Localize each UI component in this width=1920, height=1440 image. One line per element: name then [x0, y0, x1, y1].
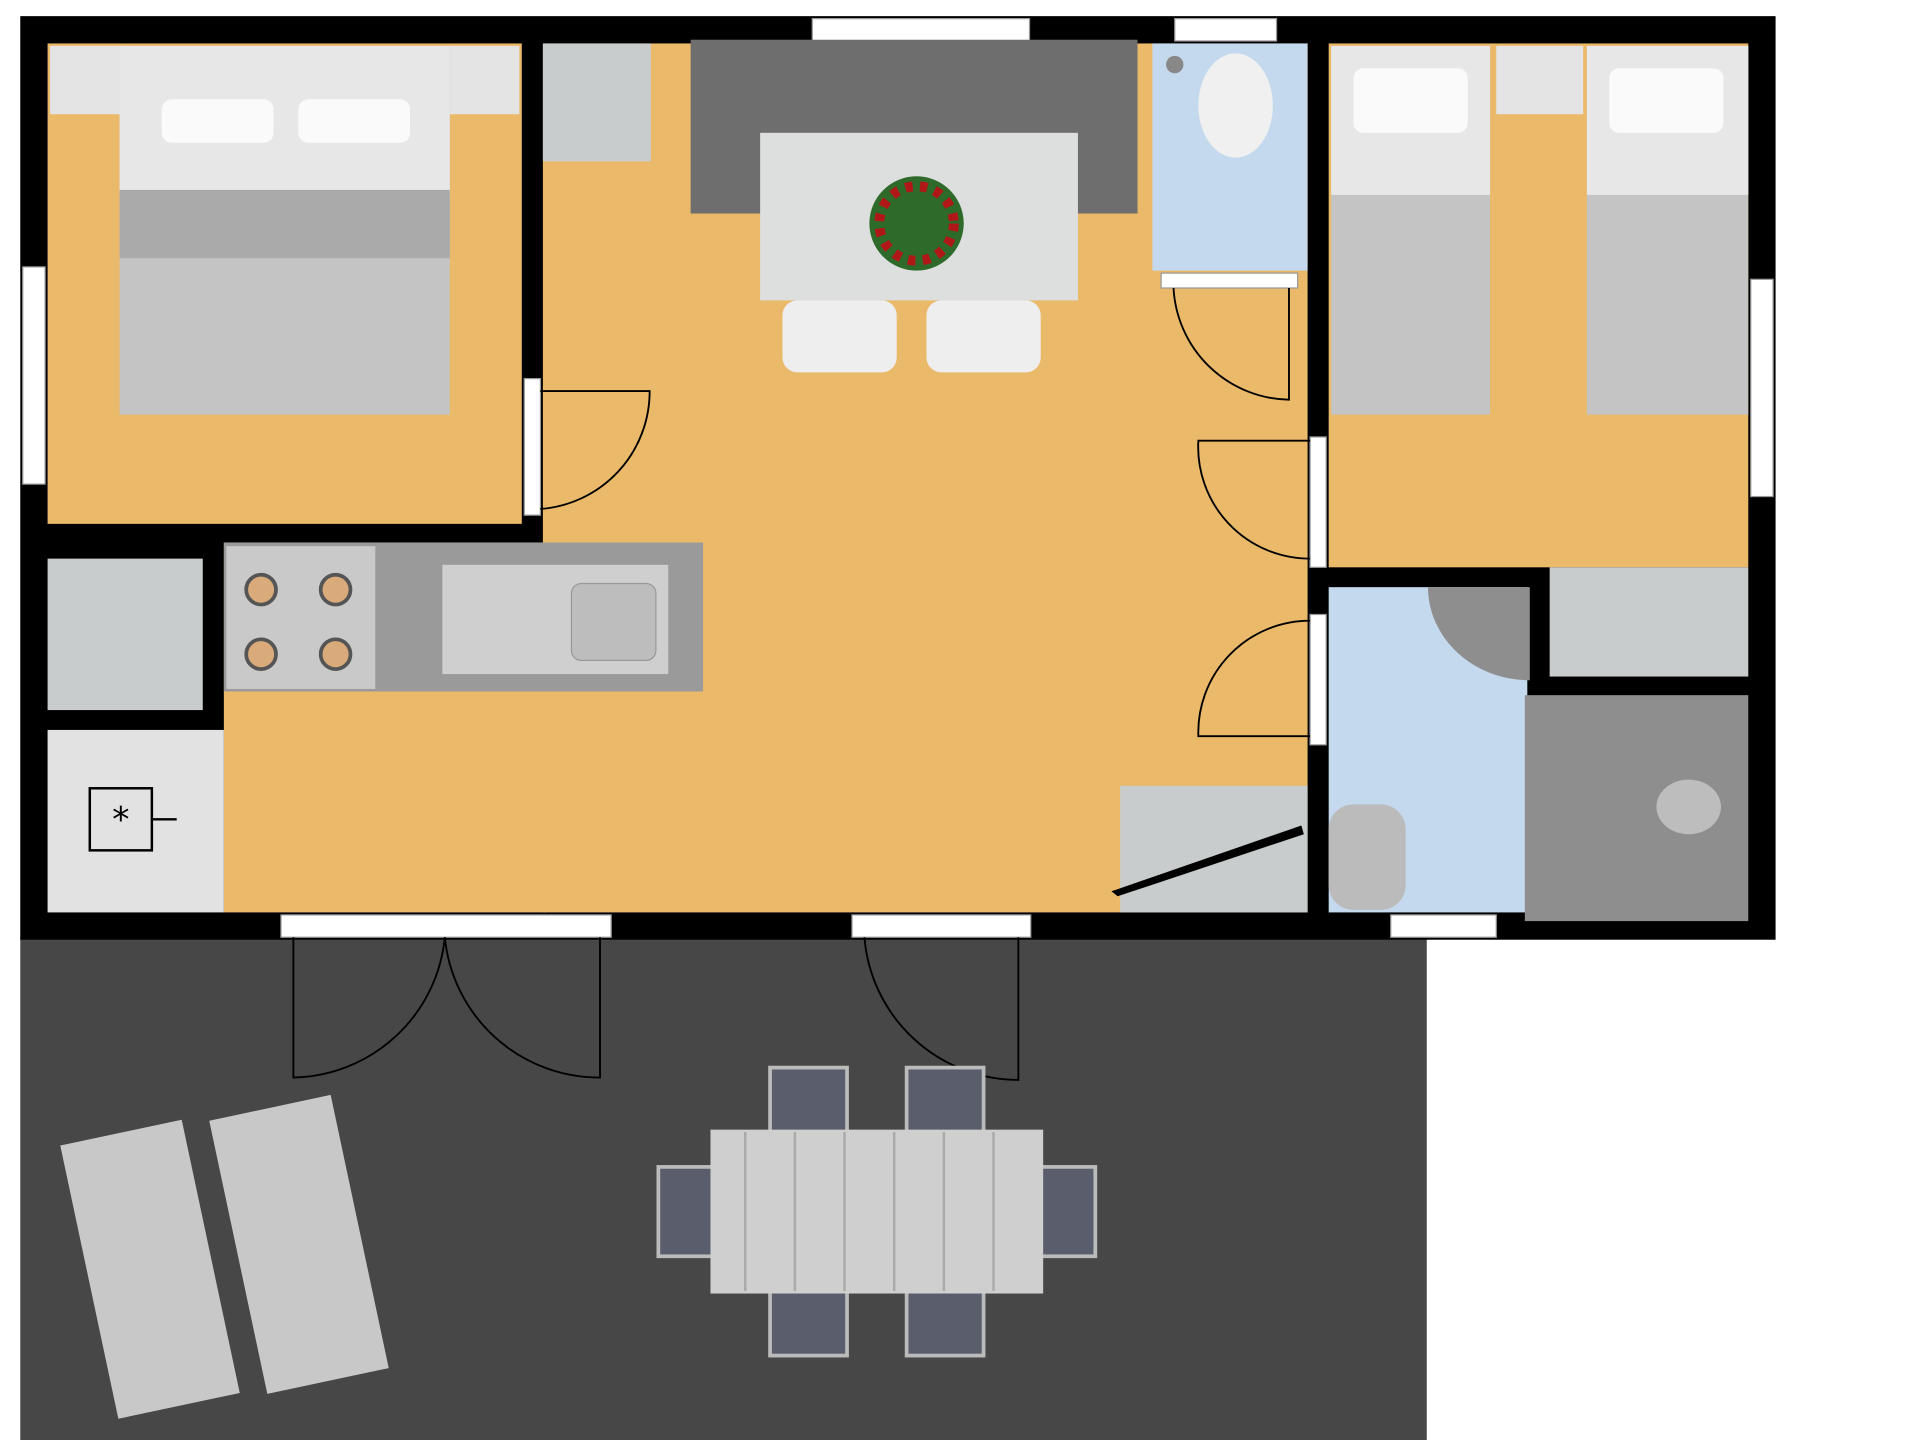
sun-lounger: [60, 1094, 389, 1419]
chair: [926, 300, 1041, 373]
cabinet-entry: [1120, 785, 1308, 913]
closet-right: [1549, 567, 1749, 677]
utility-room: [47, 729, 224, 913]
stove: [226, 546, 376, 689]
nightstand-right: [444, 45, 520, 115]
nightstand: [1496, 45, 1584, 115]
svg-text:*: *: [112, 801, 129, 841]
flower-bouquet: [869, 176, 964, 271]
closet-left: [47, 558, 203, 711]
shower-corner: [1428, 587, 1530, 681]
pillow: [298, 99, 411, 143]
toilet: [1198, 53, 1273, 158]
ironing-board: [1111, 825, 1304, 897]
windows: [22, 18, 1774, 938]
terrace-table: [710, 1129, 1044, 1294]
chair: [782, 300, 897, 373]
cabinet-living: [542, 43, 651, 162]
shower-head: [1656, 779, 1721, 835]
nightstand-left: [50, 45, 128, 115]
terrace-chairs: [656, 1065, 1098, 1358]
pillow: [161, 99, 274, 143]
washbasin: [1328, 804, 1406, 910]
burner-icons: [244, 572, 353, 671]
door-swings: [292, 287, 1311, 1081]
